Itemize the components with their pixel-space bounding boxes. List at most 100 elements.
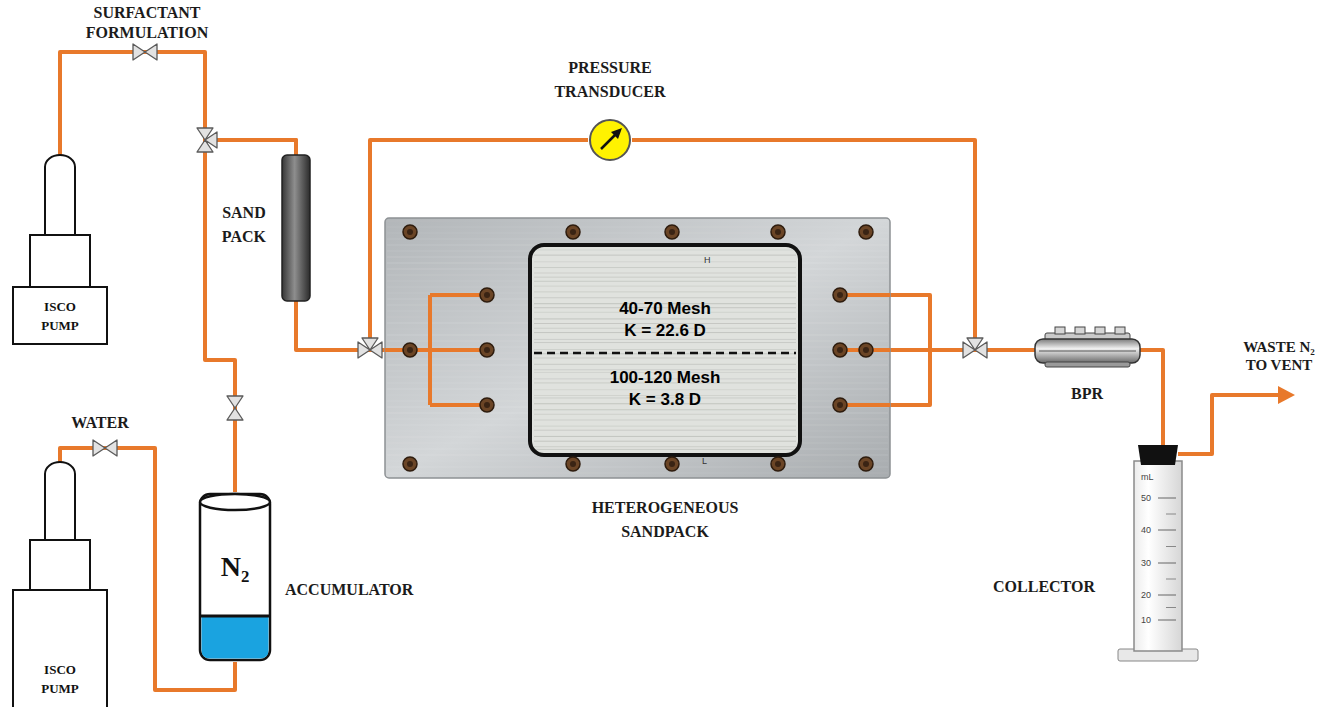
sand-layer: 40-70 MeshK = 22.6 D: [534, 249, 796, 351]
sand-texture: [534, 297, 796, 298]
bolt-head: [403, 225, 417, 239]
two-way-valve: [227, 396, 243, 420]
bolt-head: [833, 398, 847, 412]
accumulator-vessel: N₂ACCUMULATOR: [198, 492, 272, 662]
sand-texture: [534, 349, 796, 350]
bolt: [859, 225, 873, 239]
sand-texture: [534, 273, 796, 274]
bolt-center: [484, 347, 490, 353]
scale-tick: [1158, 498, 1176, 499]
graduated-cylinder: COLLECTORmL5040302010: [1128, 445, 1188, 663]
pump-body: [30, 540, 90, 590]
pump-cylinder: [45, 155, 75, 235]
scale-number: 20: [1141, 590, 1151, 601]
scale-number: 30: [1141, 558, 1151, 569]
pipe-line: [1140, 350, 1163, 445]
brushed-texture: [387, 467, 888, 468]
bolt-center: [863, 347, 869, 353]
flow-label: WATER: [71, 413, 129, 433]
scale-number: 40: [1141, 525, 1151, 536]
pump-base: [13, 287, 107, 344]
brushed-texture: [387, 239, 888, 240]
layer-boundary: [534, 352, 796, 355]
scale-tick: [1166, 546, 1176, 547]
part-label: HETEROGENEOUS SANDPACK: [592, 496, 739, 544]
bolt: [480, 398, 494, 412]
sand-texture: [534, 426, 796, 427]
outlet-manifold: [890, 295, 930, 405]
bolt-center: [407, 461, 413, 467]
bolt-center: [407, 229, 413, 235]
sand-texture: [534, 250, 796, 251]
bolt-head: [833, 343, 847, 357]
part-label: SAND PACK: [222, 201, 266, 249]
plate-mark: L: [702, 456, 707, 467]
sand-texture: [534, 430, 796, 431]
bolt: [403, 457, 417, 471]
sand-texture: [534, 277, 796, 278]
sand-texture: [534, 255, 796, 256]
metal-plate: [385, 218, 890, 478]
shape-outline: [12, 155, 108, 345]
valve-body: [93, 440, 117, 456]
sand-texture: [534, 414, 796, 415]
inlet-manifold: [385, 295, 487, 405]
sand-texture: [534, 318, 796, 319]
sand-texture: [534, 441, 796, 442]
bolt: [771, 225, 785, 239]
flow-label: SURFACTANT FORMULATION: [86, 3, 208, 43]
scale-tick: [1166, 514, 1176, 515]
brushed-texture: [387, 461, 888, 462]
bolt: [566, 457, 580, 471]
sand-texture: [534, 267, 796, 268]
three-way-valve: [358, 338, 382, 358]
bolt-center: [669, 229, 675, 235]
part-label: PRESSURE TRANSDUCER: [554, 56, 665, 104]
gas-label: N₂: [221, 551, 250, 583]
bolt-center: [863, 461, 869, 467]
bolt: [833, 288, 847, 302]
pump-unit: ISCO PUMP: [12, 462, 108, 707]
shape-outline: [1128, 445, 1188, 663]
part-label: ACCUMULATOR: [285, 578, 413, 602]
pump-unit: ISCO PUMP: [12, 155, 108, 345]
permeability: K = 3.8 D: [629, 389, 701, 411]
sand-texture: [534, 281, 796, 282]
bolt-center: [570, 229, 576, 235]
cylinder-glass: [1134, 461, 1182, 651]
bolt-center: [669, 461, 675, 467]
vent-arrowhead: [1278, 386, 1295, 404]
pump-label: ISCO PUMP: [41, 660, 79, 698]
pump-base: [13, 590, 107, 707]
valve-body: [963, 338, 987, 358]
bolt: [480, 343, 494, 357]
three-way-valve: [197, 128, 217, 152]
gauge-dial: [590, 120, 630, 160]
brushed-texture: [387, 473, 888, 474]
vent-label: WASTE N₂ TO VENT: [1237, 338, 1321, 374]
sand-texture: [534, 409, 796, 410]
pump-body: [30, 235, 90, 287]
scale-tick: [1166, 607, 1176, 608]
sand-layer: 100-120 MeshK = 3.8 D: [534, 355, 796, 451]
brushed-texture: [387, 233, 888, 234]
bolt-head: [566, 225, 580, 239]
sand-texture: [534, 420, 796, 421]
sand-pack-column: SAND PACK: [280, 155, 312, 301]
three-way-valve: [963, 338, 987, 358]
sand-texture: [534, 357, 796, 358]
bolt-center: [837, 347, 843, 353]
scale-number: 50: [1141, 493, 1151, 504]
bolt-center: [775, 461, 781, 467]
bolt-head: [566, 457, 580, 471]
bolt: [771, 457, 785, 471]
bolt: [665, 225, 679, 239]
sand-texture: [534, 261, 796, 262]
bolt-head: [771, 225, 785, 239]
sand-texture: [534, 353, 796, 354]
scale-tick: [1158, 595, 1176, 596]
bolt: [833, 398, 847, 412]
bolt-head: [859, 343, 873, 357]
sand-texture: [534, 342, 796, 343]
bolt: [859, 343, 873, 357]
